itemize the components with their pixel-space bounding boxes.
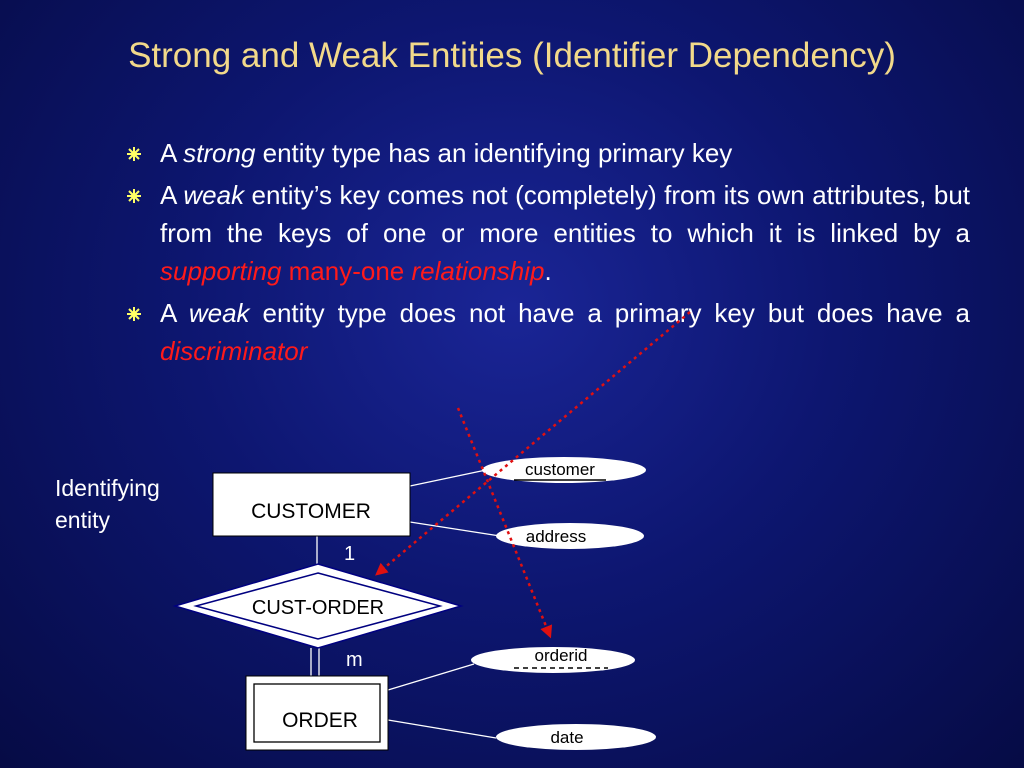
supporting-relationship-arrow	[375, 311, 691, 576]
address-attribute	[496, 523, 644, 549]
bullet-emphasis: weak	[188, 298, 250, 328]
identifying-entity-label-line2: entity	[55, 507, 110, 533]
cust-order-relationship-inner	[193, 572, 443, 640]
customer-attr-line	[409, 469, 487, 487]
cardinality-one: 1	[344, 543, 355, 565]
order-entity-label: ORDER	[282, 709, 358, 732]
sunburst-bullet-icon	[127, 189, 141, 203]
cust-order-relationship-label: CUST-ORDER	[252, 597, 384, 619]
bullet-list: A strong entity type has an identifying …	[126, 134, 970, 374]
date-attribute	[496, 724, 656, 750]
address-attribute-label: address	[526, 527, 586, 546]
bullet-item-2: A weak entity’s key comes not (completel…	[126, 176, 970, 290]
date-attribute-label: date	[550, 728, 583, 747]
highlight-relationship: relationship	[411, 256, 545, 286]
cardinality-many: m	[346, 649, 363, 671]
bullet-emphasis: strong	[183, 138, 256, 168]
bullet-emphasis: weak	[183, 180, 245, 210]
highlight-many-one: many-one	[281, 256, 412, 286]
customer-entity-label: CUSTOMER	[251, 500, 371, 523]
customer-entity-box	[212, 472, 411, 537]
bullet-text: A	[160, 138, 184, 168]
orderid-attr-line	[387, 663, 475, 691]
order-entity-inner-box	[253, 683, 381, 743]
identifying-entity-label: Identifying entity	[55, 472, 160, 536]
identifying-entity-label-line1: Identifying	[55, 475, 160, 501]
sunburst-bullet-icon	[127, 147, 141, 161]
highlight-discriminator: discriminator	[160, 336, 308, 366]
customer-attribute-label: customer	[525, 460, 595, 479]
date-attr-line	[387, 719, 497, 739]
bullet-text: entity’s key comes not (completely) from…	[160, 180, 971, 248]
slide-title: Strong and Weak Entities (Identifier Dep…	[128, 36, 896, 75]
highlight-supporting: supporting	[160, 256, 282, 286]
orderid-attribute-label: orderid	[535, 646, 588, 665]
bullet-text: .	[544, 256, 552, 286]
bullet-text: entity type has an identifying primary k…	[255, 138, 733, 168]
orderid-attribute	[471, 647, 635, 673]
bullet-text: A	[160, 180, 184, 210]
discriminator-arrow	[456, 407, 553, 639]
bullet-text: A	[160, 298, 189, 328]
cust-order-relationship	[172, 563, 464, 649]
bullet-text: entity type does not have a primary key …	[249, 298, 971, 328]
bullet-item-3: A weak entity type does not have a prima…	[126, 294, 970, 370]
bullet-item-1: A strong entity type has an identifying …	[126, 134, 970, 172]
address-attr-line	[409, 521, 501, 537]
sunburst-bullet-icon	[127, 307, 141, 321]
order-entity-box	[245, 675, 389, 751]
customer-attribute	[482, 457, 646, 483]
